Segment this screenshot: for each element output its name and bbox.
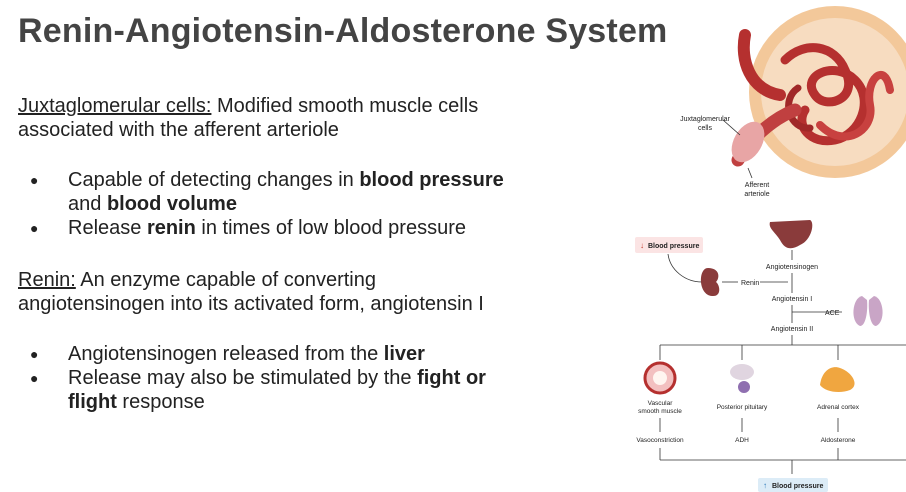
list-item: Release may also be stimulated by the fi… xyxy=(18,366,578,414)
bullet-bold: blood pressure xyxy=(359,169,504,191)
jg-bullets: Capable of detecting changes in blood pr… xyxy=(18,168,578,240)
bullet-bold: liver xyxy=(383,343,425,365)
lung-icon xyxy=(853,296,868,326)
bullet-text: and xyxy=(68,193,107,215)
aa-label-line1: Afferent xyxy=(745,182,769,189)
jg-definition-line1: Modified smooth muscle cells xyxy=(211,95,479,117)
effect-label: ADH xyxy=(735,437,749,444)
effect-label: Vasoconstriction xyxy=(636,437,684,444)
bullet-text: Release xyxy=(68,217,147,239)
liver-icon xyxy=(769,220,813,249)
down-arrow-icon: ↓ xyxy=(640,241,644,250)
renin-definition: Renin: An enzyme capable of converting a… xyxy=(18,268,578,316)
renin-bullets: Angiotensinogen released from the liver … xyxy=(18,342,578,414)
bullet-text: Angiotensinogen released from the xyxy=(68,343,384,365)
renin-term: Renin: xyxy=(18,269,76,291)
low-bp-label: Blood pressure xyxy=(648,243,699,250)
jg-label-line1: Juxtaglomerular xyxy=(680,116,730,123)
jg-definition-line2: associated with the afferent arteriole xyxy=(18,119,339,141)
aa-label-line2: arteriole xyxy=(744,191,769,198)
angiotensin1-label: Angiotensin I xyxy=(772,296,813,303)
high-bp-label: Blood pressure xyxy=(772,483,823,490)
capillary-loop xyxy=(780,43,869,146)
list-item: Angiotensinogen released from the liver xyxy=(18,342,578,366)
target-label: Posterior pituitary xyxy=(717,404,768,411)
connector xyxy=(667,253,703,283)
raas-pathway: ↓ Blood pressure Renin Angiotensinogen A… xyxy=(635,220,906,492)
bullet-bold: renin xyxy=(146,217,196,239)
bullet-bold: blood volume xyxy=(106,193,237,215)
bullet-text: in times of low blood pressure xyxy=(195,217,466,239)
target-label: Vascular xyxy=(648,400,674,407)
efferent-arteriole xyxy=(737,29,786,101)
pituitary-icon xyxy=(730,364,754,380)
bullet-text: Capable of detecting changes in xyxy=(68,169,360,191)
jg-label-line2: cells xyxy=(698,125,713,132)
glomerulus-illustration: Juxtaglomerular cells Afferent arteriole xyxy=(680,6,906,198)
lung-icon xyxy=(868,296,883,326)
ace-label: ACE xyxy=(825,310,840,317)
pituitary-gland xyxy=(738,381,750,393)
angiotensinogen-label: Angiotensinogen xyxy=(766,264,818,271)
up-arrow-icon: ↑ xyxy=(763,481,767,490)
high-bp-box xyxy=(758,478,828,492)
renin-definition-line2: angiotensinogen into its activated form,… xyxy=(18,293,484,315)
bullet-text: response xyxy=(116,391,205,413)
jg-definition: Juxtaglomerular cells: Modified smooth m… xyxy=(18,94,578,142)
jg-cells xyxy=(731,121,765,163)
capillary-loop xyxy=(816,71,894,141)
angiotensin2-label: Angiotensin II xyxy=(771,326,813,333)
bullet-bold: fight or xyxy=(417,367,486,389)
raas-figure: Juxtaglomerular cells Afferent arteriole… xyxy=(635,6,906,492)
list-item: Release renin in times of low blood pres… xyxy=(18,216,578,240)
slide-title: Renin-Angiotensin-Aldosterone System xyxy=(18,12,668,50)
effect-label: Aldosterone xyxy=(821,437,856,444)
target-label: Adrenal cortex xyxy=(817,404,860,411)
bullet-bold: flight xyxy=(68,391,117,413)
vessel-lumen xyxy=(653,371,667,385)
jg-term: Juxtaglomerular cells: xyxy=(18,95,212,117)
renin-definition-line1: An enzyme capable of converting xyxy=(75,269,376,291)
target-label: smooth muscle xyxy=(638,408,682,415)
list-item: Capable of detecting changes in blood pr… xyxy=(18,168,578,216)
low-bp-box xyxy=(635,237,703,253)
bullet-text: Release may also be stimulated by the xyxy=(68,367,418,389)
kidney-icon xyxy=(700,268,720,297)
adrenal-icon xyxy=(820,367,855,393)
renin-label: Renin xyxy=(741,280,759,287)
